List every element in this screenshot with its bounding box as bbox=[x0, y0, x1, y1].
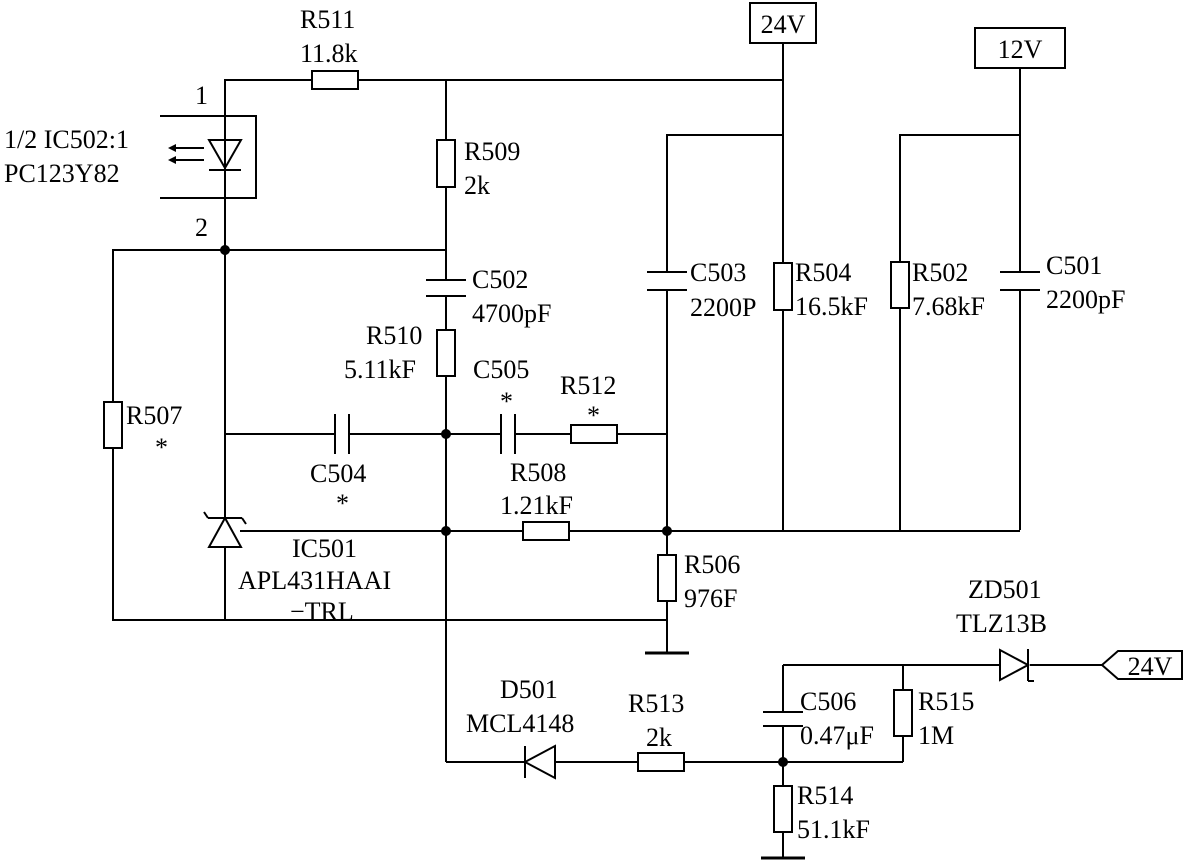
c501-ref: C501 bbox=[1046, 251, 1102, 280]
r502-value: 7.68kF bbox=[912, 292, 985, 321]
zd501-value: TLZ13B bbox=[956, 609, 1047, 638]
zener-zd501 bbox=[999, 648, 1034, 682]
resistor-r509 bbox=[436, 139, 456, 188]
resistor-r502 bbox=[890, 261, 910, 309]
capacitor-c504 bbox=[334, 414, 350, 454]
shunt-regulator-ic501 bbox=[203, 511, 247, 548]
resistor-r511 bbox=[311, 70, 359, 90]
pin-2-label: 2 bbox=[195, 213, 208, 242]
r506-value: 976F bbox=[684, 584, 737, 613]
d501-ref: D501 bbox=[500, 675, 558, 704]
ic501-ref: IC501 bbox=[292, 534, 357, 563]
rail-24v-label: 24V bbox=[761, 10, 806, 39]
junction-dots bbox=[220, 245, 788, 767]
r511-value: 11.8k bbox=[300, 39, 358, 68]
capacitor-c501 bbox=[1000, 271, 1040, 291]
capacitor-c506 bbox=[763, 711, 803, 727]
ic502-ref: 1/2 IC502:1 bbox=[4, 125, 129, 154]
r515-value: 1M bbox=[918, 721, 954, 750]
ic501-value: APL431HAAI bbox=[238, 566, 391, 595]
c504-value: * bbox=[336, 489, 349, 518]
r507-ref: R507 bbox=[126, 401, 182, 430]
r512-value: * bbox=[587, 401, 600, 430]
light-emission-arrows-icon bbox=[168, 144, 204, 164]
c505-ref: C505 bbox=[473, 355, 529, 384]
r512-ref: R512 bbox=[560, 371, 616, 400]
resistor-r512 bbox=[570, 424, 618, 444]
r510-value: 5.11kF bbox=[344, 355, 416, 384]
r508-ref: R508 bbox=[510, 458, 566, 487]
capacitor-c502 bbox=[426, 279, 466, 297]
c504-ref: C504 bbox=[310, 459, 366, 488]
c503-value: 2200P bbox=[690, 293, 756, 322]
ic502-value: PC123Y82 bbox=[4, 159, 120, 188]
r508-value: 1.21kF bbox=[500, 491, 573, 520]
r515-ref: R515 bbox=[918, 687, 974, 716]
rail-24v-tag-label: 24V bbox=[1128, 652, 1173, 681]
resistor-r515 bbox=[893, 689, 913, 737]
r504-value: 16.5kF bbox=[795, 292, 868, 321]
resistor-r504 bbox=[773, 262, 793, 311]
c506-value: 0.47μF bbox=[800, 721, 874, 750]
labels: 1 2 R511 11.8k 1/2 IC502:1 PC123Y82 R509… bbox=[4, 5, 1125, 844]
resistor-r514 bbox=[773, 785, 793, 833]
r509-ref: R509 bbox=[464, 137, 520, 166]
capacitor-c503 bbox=[647, 271, 687, 291]
resistor-r507 bbox=[103, 401, 123, 449]
c502-value: 4700pF bbox=[472, 299, 551, 328]
rail-24v-tag: 24V bbox=[1100, 650, 1183, 681]
r514-value: 51.1kF bbox=[797, 815, 870, 844]
c506-ref: C506 bbox=[800, 687, 856, 716]
zd501-ref: ZD501 bbox=[968, 575, 1042, 604]
capacitor-c505 bbox=[500, 414, 516, 454]
wires bbox=[112, 43, 1102, 858]
rail-12v-box: 12V bbox=[974, 27, 1066, 69]
r510-ref: R510 bbox=[366, 321, 422, 350]
d501-value: MCL4148 bbox=[466, 709, 574, 738]
r507-value: * bbox=[155, 433, 168, 462]
resistor-r506 bbox=[657, 554, 677, 602]
r509-value: 2k bbox=[464, 171, 490, 200]
r502-ref: R502 bbox=[912, 258, 968, 287]
r506-ref: R506 bbox=[684, 550, 740, 579]
ic501-value-suffix: −TRL bbox=[290, 597, 354, 626]
r511-ref: R511 bbox=[300, 5, 355, 34]
c501-value: 2200pF bbox=[1046, 285, 1125, 314]
resistor-r508 bbox=[522, 521, 570, 541]
r513-value: 2k bbox=[646, 723, 672, 752]
resistor-r513 bbox=[637, 752, 685, 772]
rail-12v-label: 12V bbox=[998, 35, 1043, 64]
resistor-r510 bbox=[436, 329, 456, 377]
c505-value: * bbox=[500, 387, 513, 416]
optocoupler-ic502 bbox=[160, 115, 257, 199]
rail-24v-box: 24V bbox=[749, 2, 817, 44]
diode-d501 bbox=[522, 744, 556, 780]
c503-ref: C503 bbox=[690, 258, 746, 287]
pin-1-label: 1 bbox=[195, 81, 208, 110]
r514-ref: R514 bbox=[797, 781, 853, 810]
c502-ref: C502 bbox=[472, 265, 528, 294]
r504-ref: R504 bbox=[795, 258, 851, 287]
r513-ref: R513 bbox=[628, 689, 684, 718]
